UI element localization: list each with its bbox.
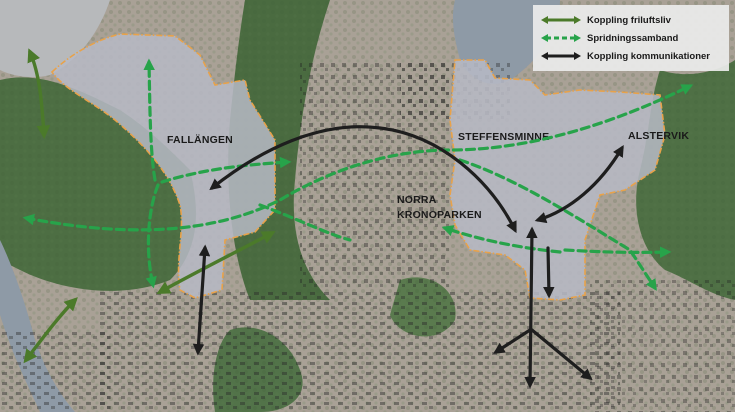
label-norra: NORRA xyxy=(397,194,437,206)
legend-arrow-dashed-icon xyxy=(541,34,581,42)
legend-item-kommunikationer: Koppling kommunikationer xyxy=(541,49,710,63)
legend-item-friluftsliv: Koppling friluftsliv xyxy=(541,13,671,27)
housing-southwest xyxy=(0,330,110,412)
legend-arrow-black-icon xyxy=(541,52,581,60)
comm-kronoparken-south xyxy=(524,226,538,389)
corridor-north xyxy=(143,58,157,182)
corridor-east-short xyxy=(563,246,672,258)
water-northwest xyxy=(0,0,110,78)
comm-fallangen-south xyxy=(192,244,211,356)
legend-item-spridningssamband: Spridningssamband xyxy=(541,31,678,45)
corridor-fallangen-south xyxy=(145,183,160,289)
comm-branch-west xyxy=(493,328,532,354)
corridor-west-long xyxy=(22,84,694,232)
recreation-southwest xyxy=(23,297,78,364)
housing-east xyxy=(590,280,735,412)
recreation-north xyxy=(27,48,51,140)
comm-kronoparken-southeast xyxy=(543,246,555,299)
legend-label-kommunikationer: Koppling kommunikationer xyxy=(587,50,710,62)
legend-label-spridningssamband: Spridningssamband xyxy=(587,32,679,44)
recreation-center xyxy=(156,231,276,294)
legend-label-friluftsliv: Koppling friluftsliv xyxy=(587,14,671,26)
corridor-fallangen-east xyxy=(160,156,292,184)
map-legend: Koppling friluftsliv Spridningssamband K… xyxy=(533,5,729,71)
label-fallangen: FALLÄNGEN xyxy=(167,133,233,146)
comm-fallangen-steffensminne xyxy=(209,125,517,234)
housing-south xyxy=(100,290,620,412)
comm-branch-east xyxy=(530,328,593,381)
legend-arrow-green-icon xyxy=(541,16,581,24)
label-kronoparken: KRONOPARKEN xyxy=(397,209,482,221)
label-alstervik: ALSTERVIK xyxy=(628,130,689,142)
comm-alstervik xyxy=(534,145,624,224)
